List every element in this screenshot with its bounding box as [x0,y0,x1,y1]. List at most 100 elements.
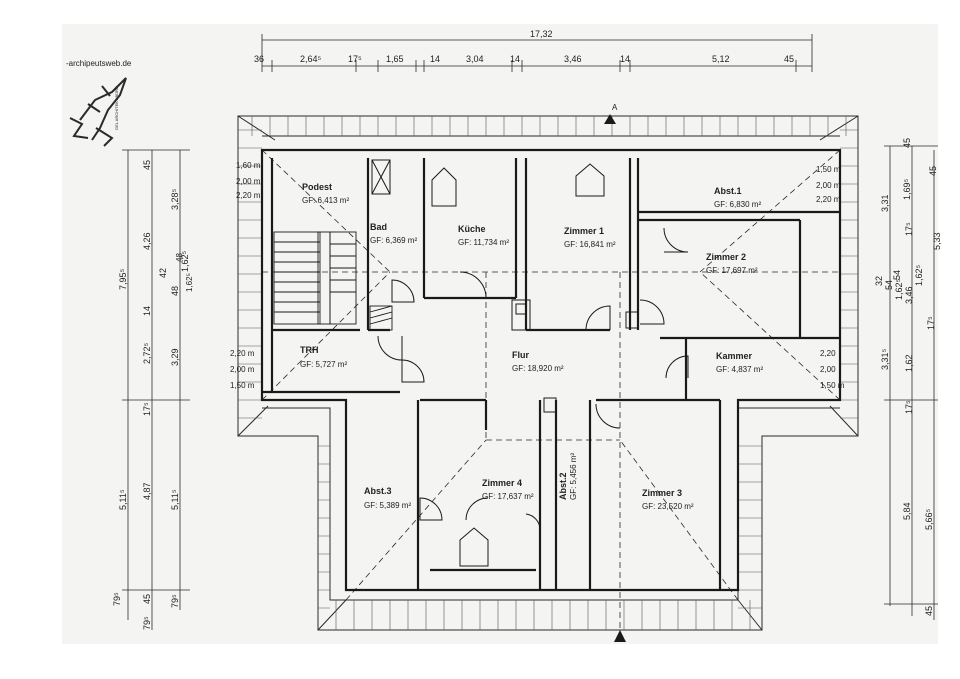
room-name: Abst.1 [714,186,742,196]
top-dim-4: 1,65 [386,54,404,64]
window-heights-left-bottom: 2,20 m 2,00 m 1,50 m [230,349,255,390]
right-extra-dim-1: 45 [928,166,938,176]
right-extra-dim-5: 17⁵ [926,316,936,330]
top-dim-6: 3,04 [466,54,484,64]
window-heights-left-top: 1,60 m 2,00 m 2,20 m [236,161,261,200]
window-height-label: 2,20 m [816,195,841,204]
left-dimension-chains [122,149,190,630]
room-name: Zimmer 3 [642,488,682,498]
window-height-label: 1,50 m [230,381,255,390]
right-middle-dim-5: 3,31⁵ [880,348,890,370]
room-area: GF: 11,734 m² [458,238,509,247]
left-outer-dim-2: 5,11⁵ [118,489,128,510]
top-dim-2: 2,64⁵ [300,54,322,64]
room-area: GF: 5,456 m² [569,453,578,500]
chimney-icons [511,299,639,413]
room-area: GF: 18,920 m² [512,364,564,373]
window-height-label: 2,00 m [236,177,261,186]
right-middle-dim-2: 32 [874,276,884,286]
room-trh: TRH GF: 5,727 m² [300,345,347,369]
room-name: Abst.2 [558,472,568,500]
window-height-label: 1,50 m [816,165,841,174]
window-height-label: 2,20 m [236,191,261,200]
walls [260,148,842,592]
roof-outline [237,115,859,631]
window-height-label: 2,00 [820,365,836,374]
right-dimension-chains [884,145,938,620]
window-height-label: 2,00 m [816,181,841,190]
right-outer-dim-6: 5,66⁵ [924,508,934,530]
room-name: Küche [458,224,486,234]
room-name: Zimmer 1 [564,226,604,236]
room-name: Flur [512,350,529,360]
logo-url: -archipeutsweb.de [66,59,132,68]
window-heights-right-bottom: 2,20 2,00 1,50 m [820,349,845,390]
staircase [273,231,393,331]
room-name: Zimmer 4 [482,478,522,488]
top-dim-1: 36 [254,54,264,64]
room-area: GF: 17,697 m² [706,266,758,275]
top-dim-8: 3,46 [564,54,582,64]
room-zimmer2: Zimmer 2 GF: 17,697 m² [706,252,758,275]
left-outer-dim-1: 7,95⁵ [118,268,128,290]
room-zimmer3: Zimmer 3 GF: 23,520 m² [642,488,694,511]
room-name: TRH [300,345,319,355]
section-marker-label: A [612,103,618,112]
roof-window-icons [371,159,605,567]
right-outer-dim-3: 17⁵ [904,222,914,236]
room-zimmer1: Zimmer 1 GF: 16,841 m² [564,226,616,249]
right-outer-dim-2: 1,69⁵ [902,178,912,200]
left-middle-dim-4: 2,72⁵ [142,342,152,364]
window-heights-right-top: 1,50 m 2,00 m 2,20 m [816,165,841,204]
left-middle-dim-6: 4,87 [142,482,152,500]
top-dim-10: 5,12 [712,54,730,64]
room-area: GF: 5,389 m² [364,501,411,510]
logo-brand-small: GEL ARCHITEKT BÜRO [114,86,119,130]
left-inner-dim-7: 79⁵ [170,594,180,608]
paper-background [62,24,938,644]
top-dim-9: 14 [620,54,630,64]
top-dim-3: 17⁵ [348,54,362,64]
right-outer-dim-4: 3,46 [904,286,914,304]
room-name: Abst.3 [364,486,392,496]
room-area: GF: 16,841 m² [564,240,616,249]
room-area: GF: 17,637 m² [482,492,534,501]
left-inner-dim-2: 42 [158,268,168,278]
right-extra-dim-3: 54 [892,270,902,280]
room-abst3: Abst.3 GF: 5,389 m² [364,486,411,510]
room-area: GF: 6,413 m² [302,196,349,205]
left-inner-dim-6: 5,11⁵ [170,489,180,510]
room-zimmer4: Zimmer 4 GF: 17,637 m² [482,478,534,501]
room-area: GF: 5,727 m² [300,360,347,369]
top-dim-5: 14 [430,54,440,64]
right-middle-dim-6: 17⁵ [904,400,914,414]
room-bad: Bad GF: 6,369 m² [370,222,417,245]
right-outer-dim-1: 45 [902,138,912,148]
window-height-label: 2,20 m [230,349,255,358]
top-overall-dimension: 17,32 [530,29,553,39]
left-inner2-dim-1: 48 [175,253,184,262]
room-name: Kammer [716,351,753,361]
section-marker: A [604,103,626,642]
room-kammer: Kammer GF: 4,837 m² [716,351,763,374]
top-dim-7: 14 [510,54,520,64]
left-middle-dim-2: 4,26 [142,232,152,250]
top-dimension-chain [261,34,813,72]
top-dim-11: 45 [784,54,794,64]
window-height-label: 1,60 m [236,161,261,170]
room-kueche: Küche GF: 11,734 m² [458,224,509,247]
right-outer-dim-7: 45 [924,606,934,616]
window-height-label: 2,00 m [230,365,255,374]
room-area: GF: 23,520 m² [642,502,694,511]
left-inner2-dim-2: 1,62⁵ [185,273,194,292]
room-abst1: Abst.1 GF: 6,830 m² [714,186,761,209]
room-abst2: Abst.2 GF: 5,456 m² [558,453,578,500]
left-inner-dim-5: 3,29 [170,348,180,366]
left-middle-dim-8: 79⁵ [142,616,152,630]
left-inner-dim-1: 3,28⁵ [170,188,180,210]
left-middle-dim-7: 45 [142,594,152,604]
right-middle-dim-1: 3,31 [880,194,890,212]
room-area: GF: 6,830 m² [714,200,761,209]
left-middle-dim-1: 45 [142,160,152,170]
